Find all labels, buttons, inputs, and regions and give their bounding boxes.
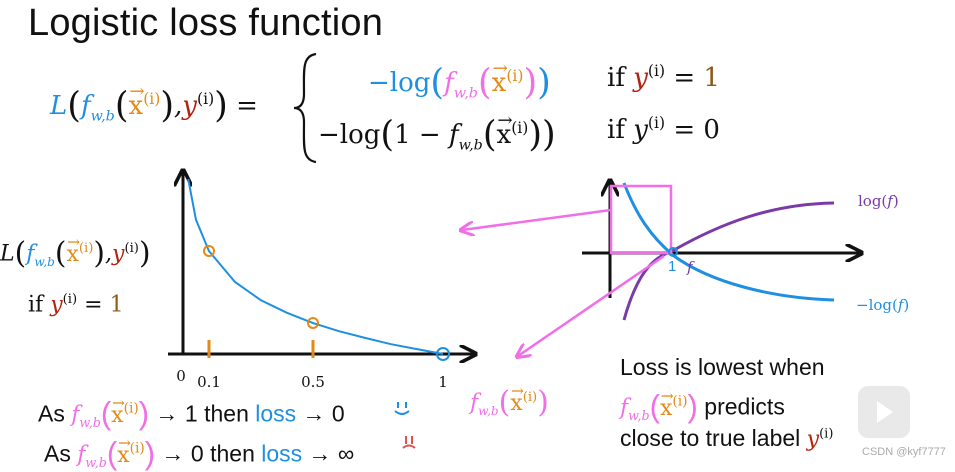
watermark: CSDN @kyf7777 (862, 446, 946, 458)
pink-arrow-bottom (518, 254, 665, 356)
x-tick-label: 0.5 (301, 373, 325, 391)
frown-doodle (402, 436, 416, 449)
cases-brace (293, 52, 317, 164)
left-plot-condition: if y(i) = 1 (28, 292, 124, 318)
right-plot-point (668, 247, 678, 257)
page-title: Logistic loss function (28, 2, 384, 44)
highlight-box (609, 184, 673, 255)
note-as-f-to-1: As fw,b(x(i)) → 1 then loss → 0 (38, 394, 345, 432)
neg-log-f-label: −log(f) (856, 296, 910, 314)
highlight-point (203, 244, 215, 257)
neg-log-f-curve (622, 182, 835, 302)
smiley-doodle (394, 402, 410, 415)
right-plot-tick-one: 1 (668, 258, 677, 275)
left-plot-xlabel: fw,b(x(i)) (470, 382, 549, 420)
conclusion-line1: Loss is lowest when (620, 354, 825, 380)
x-tick-label: 0 (176, 367, 186, 385)
note-as-f-to-0: As fw,b(x(i)) → 0 then loss → ∞ (44, 434, 354, 472)
conclusion-line2: fw,b(x(i)) predicts (620, 387, 785, 425)
highlight-point (436, 347, 450, 361)
case2-condition: if y(i) = 0 (607, 114, 720, 146)
right-plot-f-label: f (687, 258, 693, 276)
loss-definition-lhs: L(fw,b(x(i)),y(i)) = (50, 81, 258, 126)
log-f-curve (622, 201, 835, 321)
left-plot-ylabel: L(fw,b(x(i)),y(i)) (0, 233, 151, 271)
conclusion-line3: close to true label y(i) (620, 425, 834, 452)
play-icon[interactable] (858, 386, 910, 438)
x-tick-label: 1 (438, 373, 448, 391)
x-tick-label: 0.1 (197, 373, 221, 391)
case1-condition: if y(i) = 1 (607, 62, 720, 94)
case2-expression: −log(1 − fw,b(x(i))) (318, 110, 556, 155)
log-f-label: log(f) (858, 192, 899, 210)
highlight-point (307, 316, 319, 329)
case1-expression: −log(fw,b(x(i))) (368, 58, 551, 103)
pink-arrow-top (462, 208, 612, 230)
